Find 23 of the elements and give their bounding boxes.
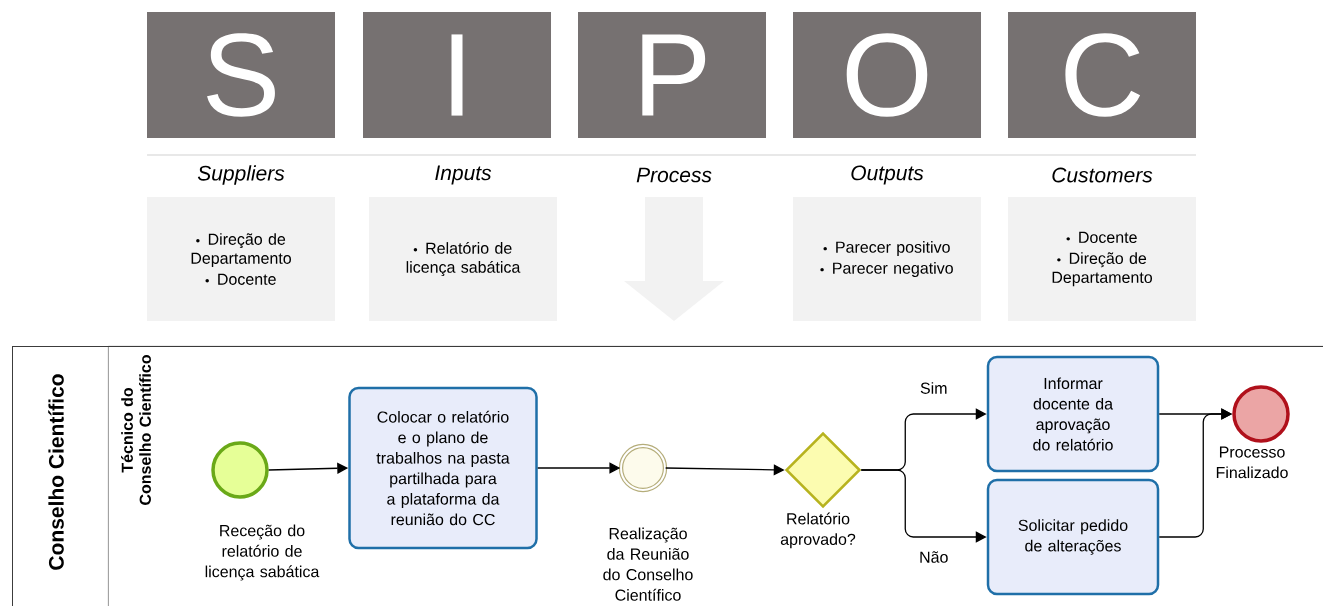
letter-tile: C <box>1008 12 1196 138</box>
column-heading: Suppliers <box>197 165 285 185</box>
event-label: Realização da Reunião do Conselho Científico <box>603 527 693 601</box>
content-card: Parecer positivo Parecer negativo <box>793 197 981 321</box>
event-label: Relatório aprovado? <box>780 512 856 549</box>
column-heading: Customers <box>1052 167 1153 183</box>
letter-tile: P <box>578 12 766 138</box>
content-card: Relatório de licença sabática <box>369 197 557 321</box>
content-card: Docente Direção de Departamento <box>1008 197 1196 321</box>
event-label: Receção do relatório de licença sabática <box>205 524 320 581</box>
event-label: Processo Finalizado <box>1216 446 1288 479</box>
edge-label: Não <box>918 550 950 564</box>
content-card: Direção de Departamento Docente <box>147 197 335 321</box>
column-heading: Process <box>636 167 712 183</box>
task-box: Colocar o relatório e o plano de trabalhos na pasta partilhada para a plataforma da reunião do CC <box>348 386 538 550</box>
edge-label: Sim <box>919 381 949 395</box>
letter-tile: O <box>793 12 981 138</box>
letter-tile: I <box>363 12 551 138</box>
task-box: Informar docente da aprovação do relatório <box>986 355 1160 473</box>
column-heading: Inputs <box>435 165 492 185</box>
task-box: Solicitar pedido de alterações <box>986 478 1160 596</box>
column-heading: Outputs <box>851 165 924 185</box>
letter-tile: S <box>147 12 335 138</box>
